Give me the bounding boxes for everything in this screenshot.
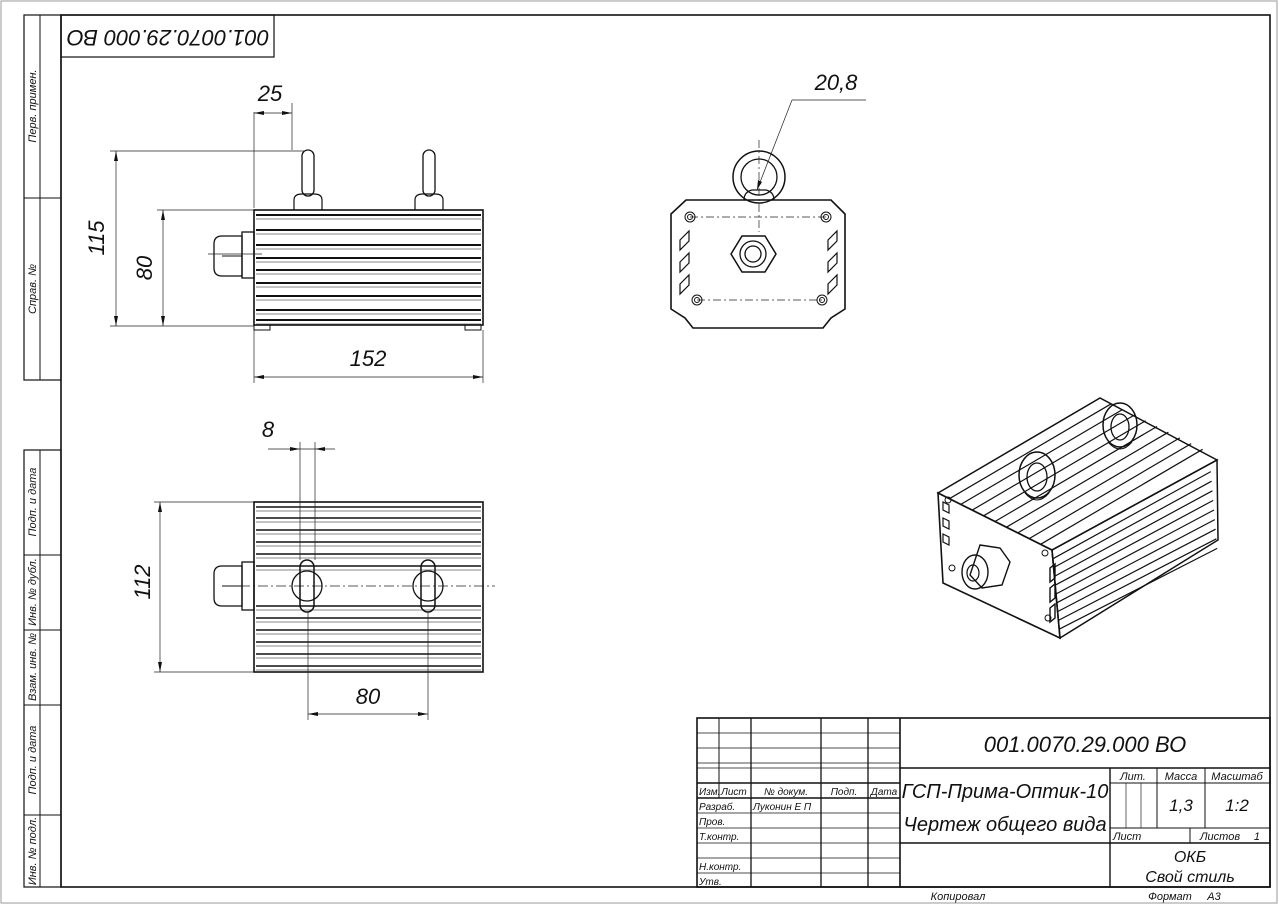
dimension-115: 115	[84, 150, 305, 327]
role-tech-control: Т.контр.	[699, 832, 739, 843]
eyebolt-slot	[291, 559, 323, 613]
designation: 001.0070.29.000 ВО	[984, 732, 1187, 757]
heatsink-fin	[1053, 480, 1212, 569]
sheets-count: 1	[1254, 831, 1260, 843]
header-sheet: Лист	[720, 787, 747, 798]
heatsink-fin	[1017, 437, 1181, 534]
end-plate	[937, 491, 1061, 640]
dimension-80: 80	[307, 612, 429, 720]
format-label: Формат	[1148, 891, 1192, 903]
heatsink-fin	[1057, 528, 1216, 613]
mass-label: Масса	[1165, 771, 1198, 783]
copied-label: Копировал	[931, 891, 986, 903]
mount-hole	[820, 211, 832, 223]
dimension-152: 152	[253, 330, 484, 383]
header-doc-no: № докум.	[764, 787, 808, 798]
sign-date-label: Подп. и дата	[27, 468, 39, 537]
vent-slots	[827, 229, 838, 296]
heatsink-fin	[1028, 443, 1192, 540]
title-block: Изм. Лист № докум. Подп. Дата Разраб. Лу…	[696, 717, 1271, 903]
sign-date-label: Подп. и дата	[27, 726, 39, 795]
mount-hole	[816, 294, 828, 306]
dimension-label: 8	[262, 417, 275, 442]
format-value: А3	[1206, 891, 1221, 903]
role-checked: Пров.	[699, 817, 725, 828]
role-approved: Утв.	[698, 877, 722, 888]
heatsink-fin	[971, 414, 1135, 511]
header-signature: Подп.	[831, 787, 858, 798]
dimension-80: 80	[132, 209, 254, 326]
scale-value: 1:2	[1225, 796, 1249, 815]
cable-gland	[213, 561, 255, 611]
lit-label: Лит.	[1119, 771, 1146, 783]
rotated-designation-box: 001.0070.29.000 ВО	[60, 14, 275, 58]
reference-no-label: Справ. №	[27, 264, 39, 314]
dimension-label: 152	[350, 346, 387, 371]
heatsink-fin	[1056, 519, 1216, 604]
heatsink-fin	[1058, 538, 1217, 621]
mount-hole	[691, 294, 703, 306]
scale-label: Масштаб	[1211, 771, 1263, 783]
isometric-view	[936, 397, 1219, 640]
dimension-label: 80	[356, 684, 381, 709]
mount-hole	[684, 211, 696, 223]
cable-gland	[961, 544, 1011, 590]
dup-inv-no-label: Инв. № дубл.	[27, 558, 39, 626]
heatsink-fin	[949, 403, 1112, 500]
sheet-label: Лист	[1112, 831, 1141, 843]
repl-inv-no-label: Взам. инв. №	[27, 633, 39, 701]
cable-gland-nut	[730, 235, 777, 273]
eyebolt	[422, 149, 436, 197]
dimension-112: 112	[130, 501, 254, 673]
role-developed: Разраб.	[699, 801, 735, 813]
top-view: 8 112 80	[130, 417, 495, 720]
cable-gland	[208, 231, 262, 279]
heatsink-fin	[1054, 499, 1214, 586]
vent-slots	[679, 229, 690, 296]
dimension-8: 8	[262, 417, 335, 560]
dimension-label: 112	[130, 564, 155, 599]
heatsink-fin	[983, 420, 1146, 517]
heatsink-fin	[1052, 471, 1212, 560]
header-change: Изм.	[699, 787, 720, 798]
side-view: 25 115 80 152	[84, 81, 484, 383]
dimension-25: 25	[253, 81, 293, 208]
dimension-label: 25	[257, 81, 283, 106]
heatsink-fin	[1058, 547, 1218, 630]
eyebolt	[1102, 402, 1138, 450]
header-date: Дата	[870, 787, 898, 798]
rotated-designation: 001.0070.29.000 ВО	[67, 25, 270, 50]
heatsink-fin	[1040, 448, 1203, 545]
heatsink-fin	[1006, 431, 1169, 528]
organization-sub: Свой стиль	[1145, 869, 1234, 886]
dimension-label: 80	[132, 255, 157, 280]
dimension-label: 20,8	[814, 70, 859, 95]
document-name: Чертеж общего вида	[903, 814, 1106, 836]
heatsink-fin	[1055, 509, 1215, 595]
heatsink-fin	[960, 408, 1124, 505]
left-strip: Перв. примен. Справ. № Подп. и дата Инв.…	[23, 14, 62, 888]
product-name: ГСП-Прима-Оптик-10	[902, 781, 1109, 803]
mass-value: 1,3	[1169, 796, 1193, 815]
dimension-20-8: 20,8	[756, 70, 866, 191]
first-use-label: Перв. примен.	[27, 69, 39, 142]
organization: ОКБ	[1174, 849, 1206, 866]
dimension-label: 115	[84, 220, 109, 256]
front-view: 20,8	[670, 70, 866, 329]
developer-name: Луконин Е П	[752, 802, 812, 813]
orig-inv-no-label: Инв. № подл.	[27, 817, 39, 885]
eyebolt	[301, 149, 315, 197]
role-norm-control: Н.контр.	[699, 862, 741, 873]
heatsink-fin	[1054, 490, 1213, 577]
sheets-label: Листов	[1199, 831, 1240, 843]
eyebolt	[1018, 451, 1056, 501]
